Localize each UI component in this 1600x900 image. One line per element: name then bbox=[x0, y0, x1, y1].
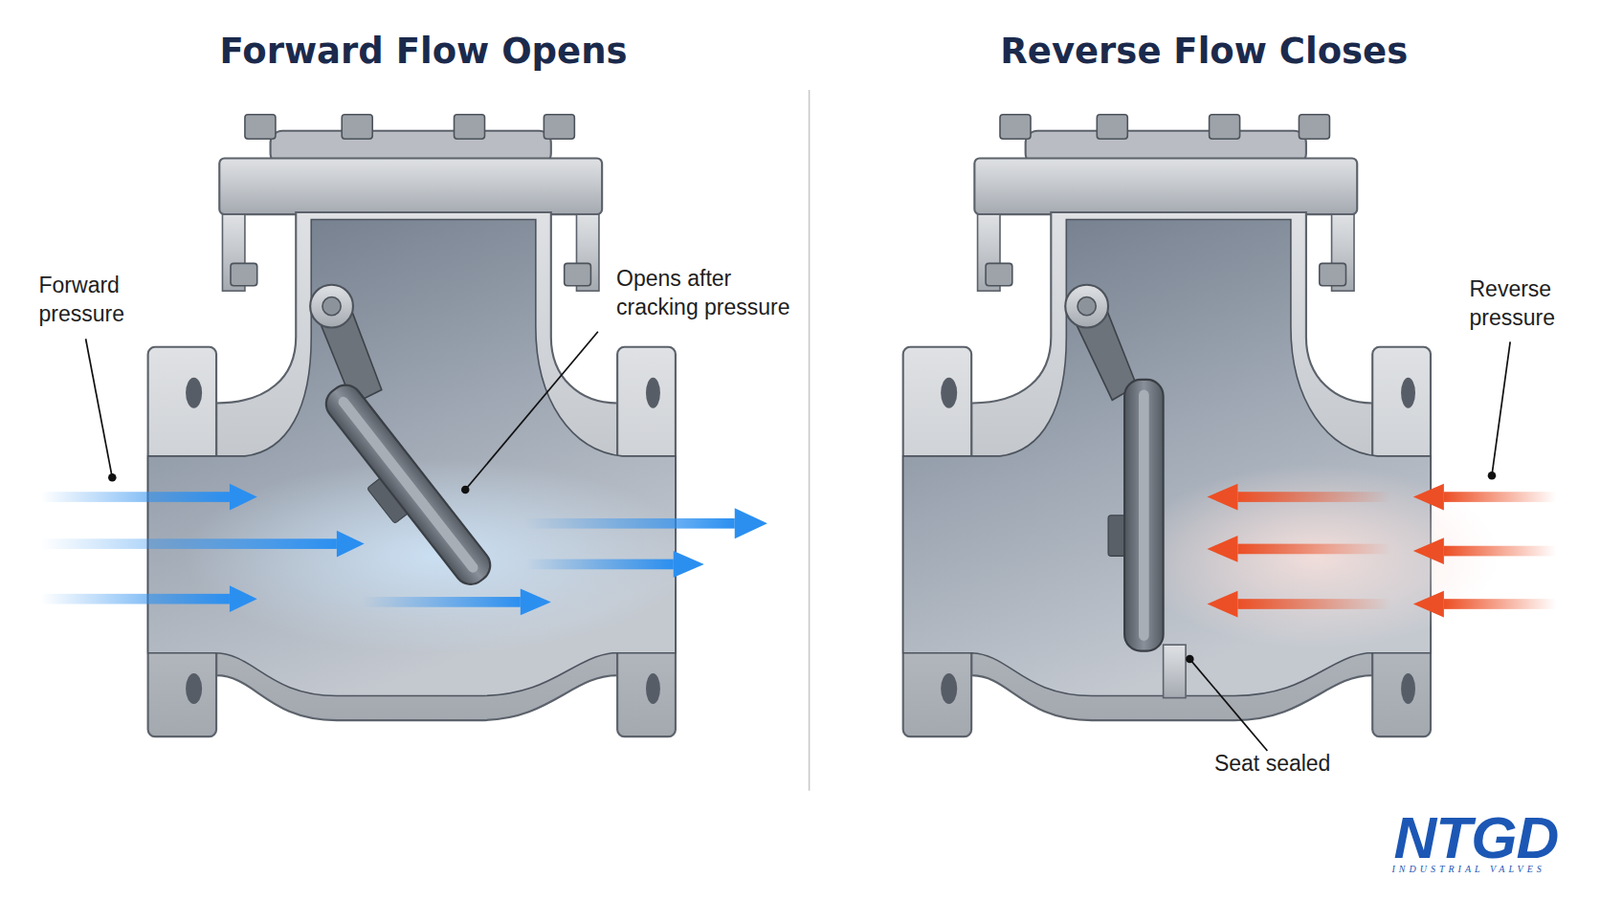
leader-line bbox=[1491, 341, 1511, 476]
swing-disc bbox=[1124, 379, 1164, 652]
reverse-arrow bbox=[1237, 491, 1391, 503]
reverse-arrow bbox=[1206, 591, 1238, 619]
flow-arrow bbox=[229, 484, 258, 512]
flow-arrow bbox=[520, 589, 552, 617]
flow-arrow bbox=[41, 538, 337, 550]
disc-face bbox=[1138, 390, 1150, 642]
flow-arrow bbox=[41, 491, 230, 503]
hinge-pin bbox=[322, 297, 341, 316]
valve-seat bbox=[1163, 644, 1186, 698]
hinge-pin bbox=[310, 285, 354, 329]
flow-arrow bbox=[362, 597, 521, 608]
panel-title: Reverse Flow Closes bbox=[964, 28, 1445, 75]
flow-arrow bbox=[229, 585, 258, 613]
callout-label: Forward pressure bbox=[39, 271, 152, 330]
flow-arrow bbox=[41, 594, 230, 605]
reverse-arrow bbox=[1206, 535, 1238, 563]
flow-arrow bbox=[734, 508, 768, 539]
hinge-pin bbox=[1077, 297, 1096, 316]
callout-label: Opens after cracking pressure bbox=[616, 265, 811, 323]
reverse-arrow bbox=[1444, 546, 1556, 557]
reverse-arrow bbox=[1413, 537, 1445, 565]
reverse-arrow bbox=[1237, 544, 1391, 556]
flow-arrow bbox=[525, 559, 674, 571]
flow-arrow bbox=[673, 551, 705, 578]
leader-dot bbox=[461, 486, 470, 495]
reverse-arrow bbox=[1444, 599, 1556, 610]
reverse-arrow bbox=[1413, 484, 1445, 512]
reverse-arrow bbox=[1413, 591, 1445, 619]
reverse-arrow bbox=[1237, 599, 1391, 610]
leader-line bbox=[465, 332, 599, 490]
leader-dot bbox=[108, 473, 117, 483]
leader-dot bbox=[1488, 471, 1497, 481]
hinge-pin bbox=[1065, 285, 1109, 329]
flow-haze bbox=[183, 459, 694, 654]
panel-divider bbox=[808, 89, 811, 792]
disc-face bbox=[335, 395, 480, 576]
leader-line bbox=[86, 338, 113, 478]
callout-label: Seat sealed bbox=[1214, 750, 1378, 779]
logo-text: NTGD bbox=[1394, 808, 1599, 868]
logo-tagline: INDUSTRIAL VALVES bbox=[1391, 863, 1596, 876]
reverse-arrow bbox=[1444, 491, 1556, 503]
leader-line bbox=[1189, 659, 1267, 752]
reverse-arrow bbox=[1206, 484, 1238, 512]
leader-dot bbox=[1185, 655, 1195, 665]
panel-title: Forward Flow Opens bbox=[183, 28, 664, 75]
flow-arrow bbox=[336, 531, 365, 558]
callout-label: Reverse pressure bbox=[1469, 275, 1582, 334]
flow-arrow bbox=[525, 518, 735, 530]
